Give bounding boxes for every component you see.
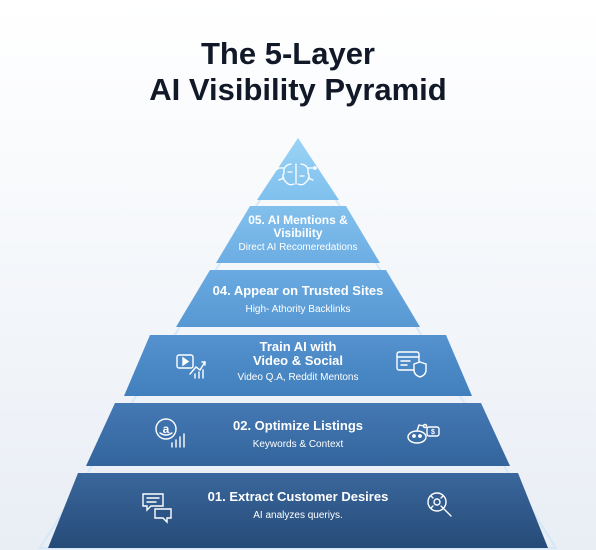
video-play-icon (176, 354, 206, 379)
layer-2-subtitle: Keywords & Context (252, 439, 344, 450)
layer-3-subtitle: Video Q.A, Reddit Mentons (237, 372, 359, 383)
layer-1-band (48, 473, 548, 548)
layer-5-band (216, 206, 380, 263)
layer-3-heading-line-1: Train AI with (259, 339, 337, 354)
magnifier-bug-icon (427, 492, 452, 517)
title-line-2: AI Visibility Pyramid (149, 72, 447, 107)
layer-3-band (124, 335, 472, 396)
layer-4-heading: 04. Appear on Trusted Sites (212, 283, 384, 298)
brain-circuit-icon (275, 163, 317, 186)
layer-2-label: 02. Optimize Listings Keywords & Context (188, 418, 408, 452)
amazon-growth-icon: a (155, 418, 185, 448)
browser-shield-icon (396, 351, 427, 378)
svg-text:a: a (163, 422, 170, 436)
layer-1-label: 01. Extract Customer Desires AI analyzes… (168, 489, 428, 523)
layer-1-heading: 01. Extract Customer Desires (207, 489, 389, 504)
layer-5-subtitle: Direct AI Recomeredations (238, 242, 358, 253)
layer-5-label: 05. AI Mentions & Visibility Direct AI R… (228, 214, 368, 254)
layer-3-heading-line-2: Video & Social (252, 353, 344, 368)
chat-bubbles-icon (142, 493, 172, 524)
layer-2-band (86, 403, 510, 466)
apex-band (257, 138, 339, 200)
layer-4-label: 04. Appear on Trusted Sites High- Athori… (188, 283, 408, 317)
layer-4-subtitle: High- Athority Backlinks (245, 304, 351, 315)
layer-3-label: Train AI with Video & Social Video Q.A, … (218, 340, 378, 385)
title-line-1: The 5-Layer (200, 36, 375, 71)
reddit-alien-icon: $ (407, 423, 440, 444)
layer-5-heading-line-1: 05. AI Mentions & (248, 213, 348, 227)
svg-text:$: $ (431, 429, 435, 436)
layer-1-subtitle: AI analyzes queriys. (253, 510, 343, 521)
layer-5-heading-line-2: Visibility (273, 226, 323, 240)
layer-2-heading: 02. Optimize Listings (232, 418, 364, 433)
layer-4-band (176, 270, 420, 327)
